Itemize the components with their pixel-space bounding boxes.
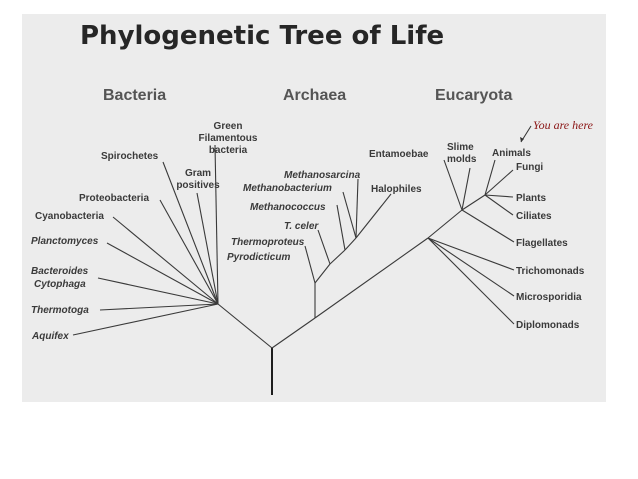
label-proteobacteria: Proteobacteria [79, 193, 149, 204]
branch-crown-inner [461, 194, 486, 211]
label-thermotoga: Thermotoga [31, 305, 89, 316]
branch-cyanobacteria [112, 216, 219, 305]
branch-ciliates [484, 194, 514, 216]
label-methanococcus: Methanococcus [250, 202, 326, 213]
eucaryota-labels: Entamoebae Slime molds Animals Fungi Pla… [369, 142, 585, 331]
branch-methanosarcina [355, 178, 359, 239]
label-bacteroides: Bacteroides [31, 266, 89, 277]
branch-gram-positives [196, 192, 219, 305]
branch-halophiles [355, 193, 392, 239]
branch-slime-molds [461, 167, 471, 211]
branch-trichomonads [427, 237, 515, 271]
label-gram-positives-1: Gram [185, 168, 211, 179]
tree-branches [72, 144, 515, 395]
branch-planctomyces [106, 242, 219, 305]
label-green-filamentous-1: Green [214, 121, 243, 132]
label-planctomyces: Planctomyces [31, 236, 99, 247]
branch-thermotoga [99, 303, 219, 311]
branch-entamoebae [443, 159, 463, 211]
label-gram-positives-2: positives [176, 180, 220, 191]
slide-background [22, 14, 606, 402]
branch-eucarya-stem [314, 237, 429, 319]
label-cytophaga: Cytophaga [34, 279, 86, 290]
branch-plants [484, 194, 514, 198]
branch-eucarya-crown-stem [427, 209, 463, 239]
branch-proteobacteria [159, 199, 219, 305]
branch-diplomonads [427, 237, 515, 325]
label-halophiles: Halophiles [371, 184, 422, 195]
label-thermoproteus: Thermoproteus [231, 237, 305, 248]
label-slime-molds-1: Slime [447, 142, 474, 153]
label-methanosarcina: Methanosarcina [284, 170, 361, 181]
branch-animals [484, 159, 496, 196]
label-pyrodicticum: Pyrodicticum [227, 252, 290, 263]
label-methanobacterium: Methanobacterium [243, 183, 332, 194]
label-cyanobacteria: Cyanobacteria [35, 211, 104, 222]
label-entamoebae: Entamoebae [369, 149, 429, 160]
branch-methanobacterium [342, 191, 357, 239]
branch-spirochetes [162, 161, 219, 305]
branch-t-celer [317, 229, 331, 265]
branch-archaea-eucarya-stem [271, 317, 316, 349]
label-plants: Plants [516, 193, 546, 204]
label-diplomonads: Diplomonads [516, 320, 580, 331]
you-are-here-text: You are here [533, 118, 594, 132]
branch-microsporidia [427, 237, 515, 297]
branch-bacteroides [97, 277, 219, 305]
branch-methanococcus [336, 204, 346, 251]
label-green-filamentous-3: bacteria [209, 145, 248, 156]
branch-bacteria-stem [217, 303, 273, 349]
branch-archaea-inner [314, 263, 331, 284]
bacteria-labels: Green Filamentous bacteria Gram positive… [31, 121, 258, 342]
branch-methanogens [329, 249, 346, 265]
branch-green-filamentous [214, 144, 219, 305]
label-flagellates: Flagellates [516, 238, 568, 249]
label-t-celer: T. celer [284, 221, 319, 232]
branch-methano-inner [344, 237, 357, 251]
label-microsporidia: Microsporidia [516, 292, 582, 303]
domain-archaea: Archaea [283, 87, 346, 104]
branch-aquifex [72, 303, 219, 336]
label-spirochetes: Spirochetes [101, 151, 159, 162]
label-fungi: Fungi [516, 162, 543, 173]
page-title: Phylogenetic Tree of Life [80, 21, 444, 51]
label-aquifex: Aquifex [31, 331, 69, 342]
archaea-labels: Methanosarcina Methanobacterium Methanoc… [227, 170, 422, 263]
branch-flagellates [461, 209, 515, 243]
branch-fungi [484, 169, 514, 196]
domain-bacteria: Bacteria [103, 87, 166, 104]
label-ciliates: Ciliates [516, 211, 552, 222]
label-trichomonads: Trichomonads [516, 266, 585, 277]
pointer-arrow-icon [520, 137, 524, 142]
branch-thermoproteus [304, 245, 316, 284]
domain-eucaryota: Eucaryota [435, 87, 512, 104]
label-green-filamentous-2: Filamentous [199, 133, 258, 144]
label-animals: Animals [492, 148, 531, 159]
label-slime-molds-2: molds [447, 154, 477, 165]
you-are-here-annotation: You are here [520, 118, 594, 143]
